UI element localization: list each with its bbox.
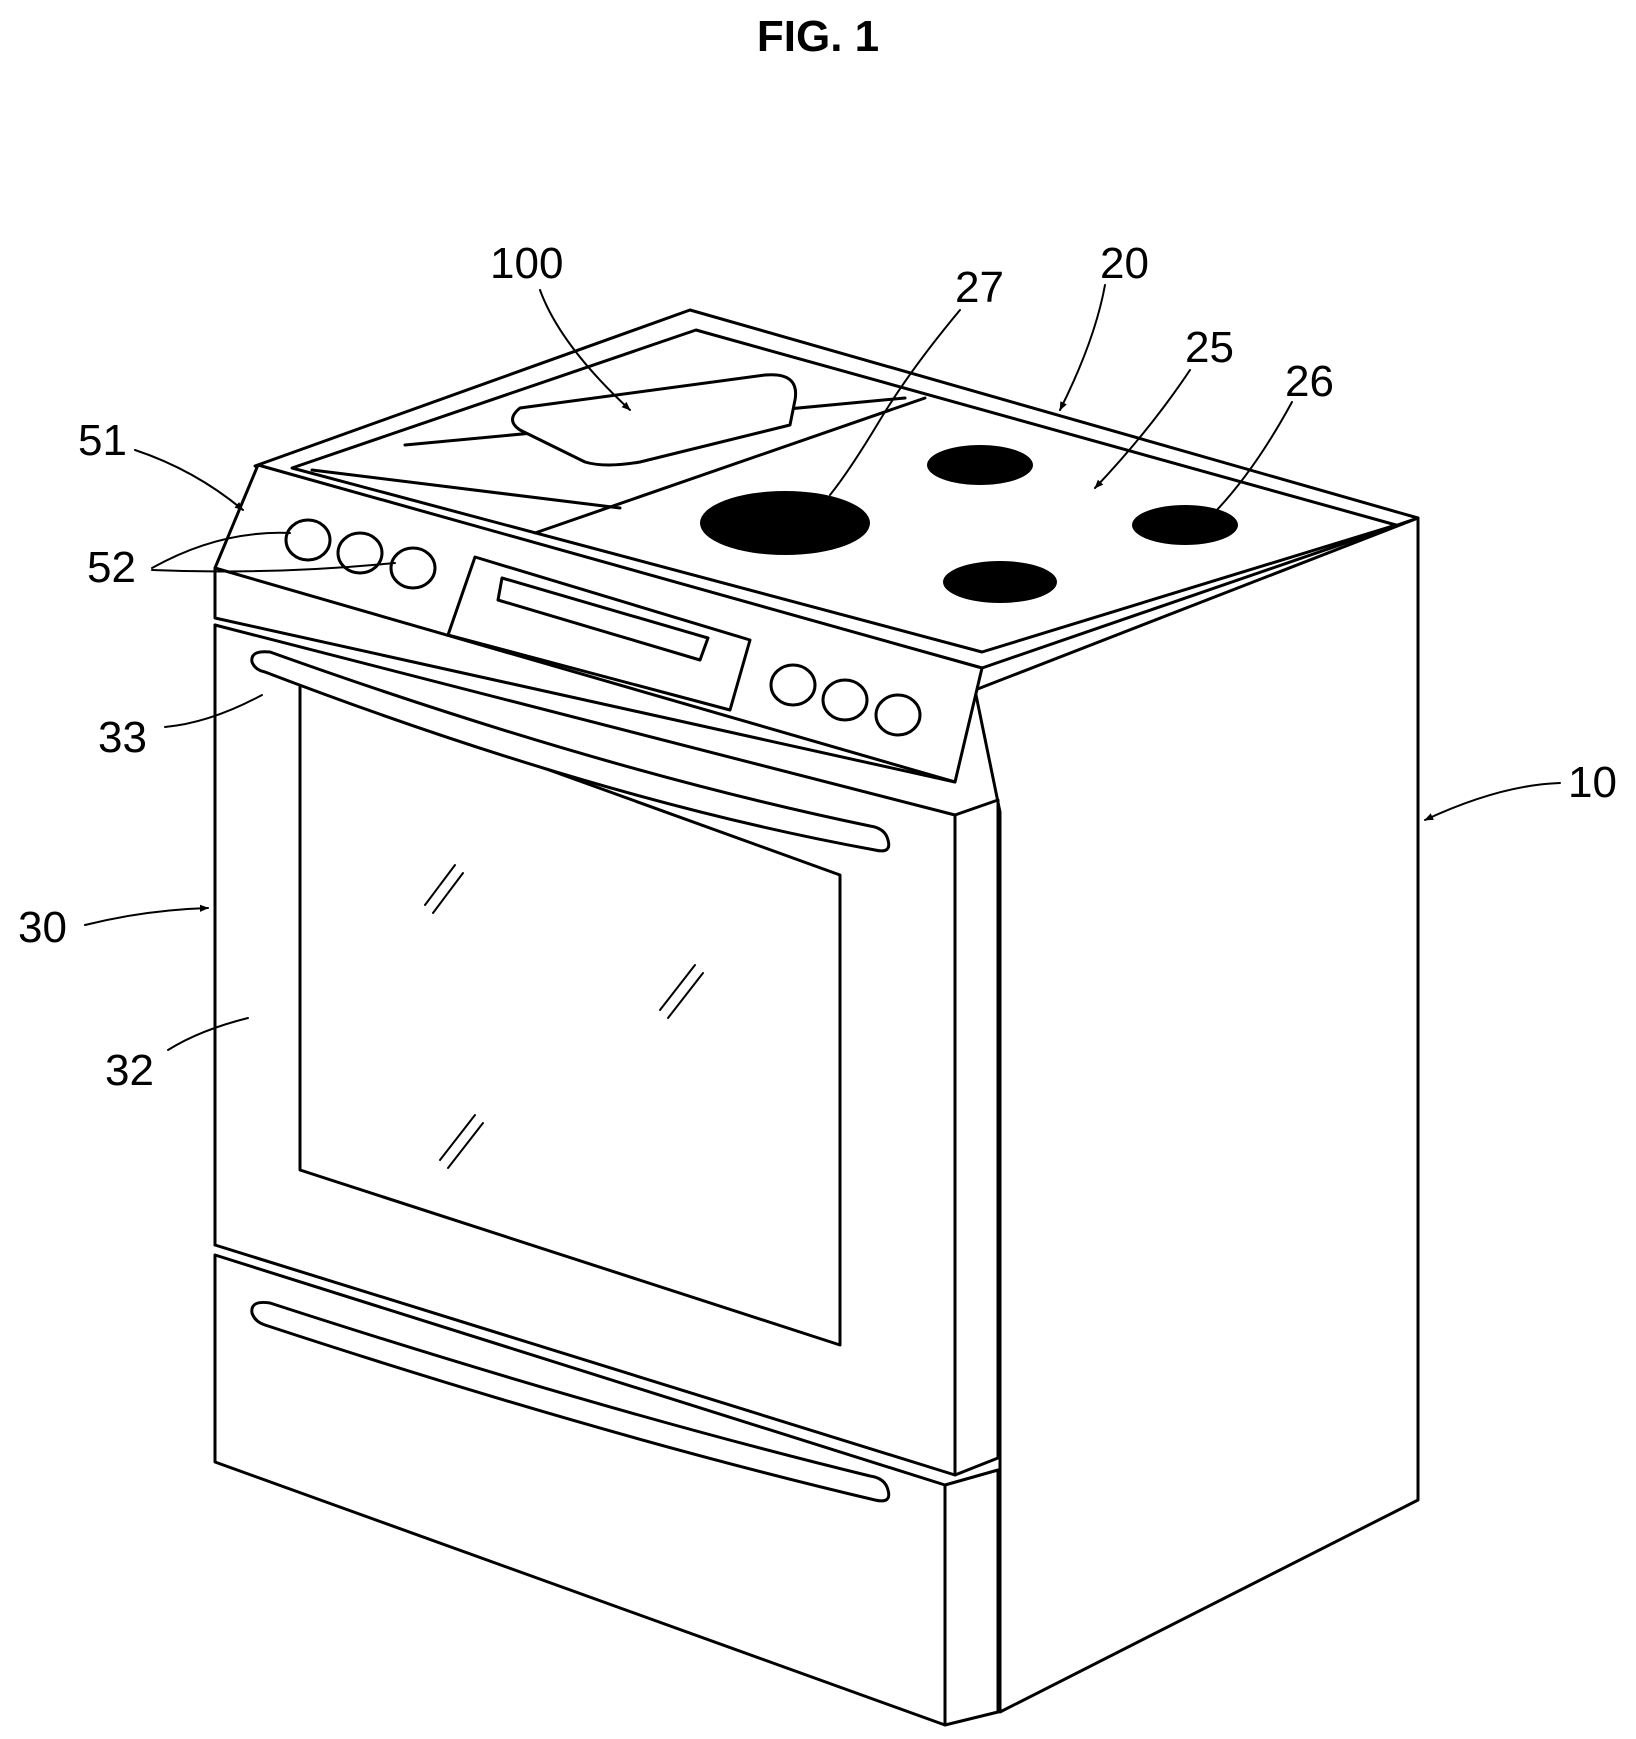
leader-20	[1060, 285, 1105, 410]
ref-26: 26	[1285, 357, 1334, 406]
knob[interactable]	[771, 665, 815, 705]
ref-51: 51	[78, 416, 127, 465]
ref-33: 33	[98, 713, 147, 762]
knob[interactable]	[823, 680, 867, 720]
ref-52: 52	[87, 543, 136, 592]
burner-rear	[927, 445, 1033, 485]
ref-10: 10	[1568, 758, 1617, 807]
oven-door-edge	[955, 800, 998, 1475]
leader-10	[1425, 783, 1560, 820]
ref-25: 25	[1185, 323, 1234, 372]
knob[interactable]	[391, 548, 435, 588]
burner-right	[1132, 505, 1238, 545]
ref-30: 30	[18, 903, 67, 952]
leader-30	[85, 908, 208, 925]
ref-32: 32	[105, 1046, 154, 1095]
drawer-edge	[945, 1470, 998, 1725]
ref-27: 27	[955, 263, 1004, 312]
burner-front	[943, 561, 1057, 603]
ref-20: 20	[1100, 239, 1149, 288]
ref-100: 100	[490, 239, 563, 288]
body-side-panel	[975, 518, 1418, 1712]
burner-large	[700, 491, 870, 555]
knob[interactable]	[286, 520, 330, 560]
knob[interactable]	[876, 695, 920, 735]
leader-51	[135, 450, 243, 510]
